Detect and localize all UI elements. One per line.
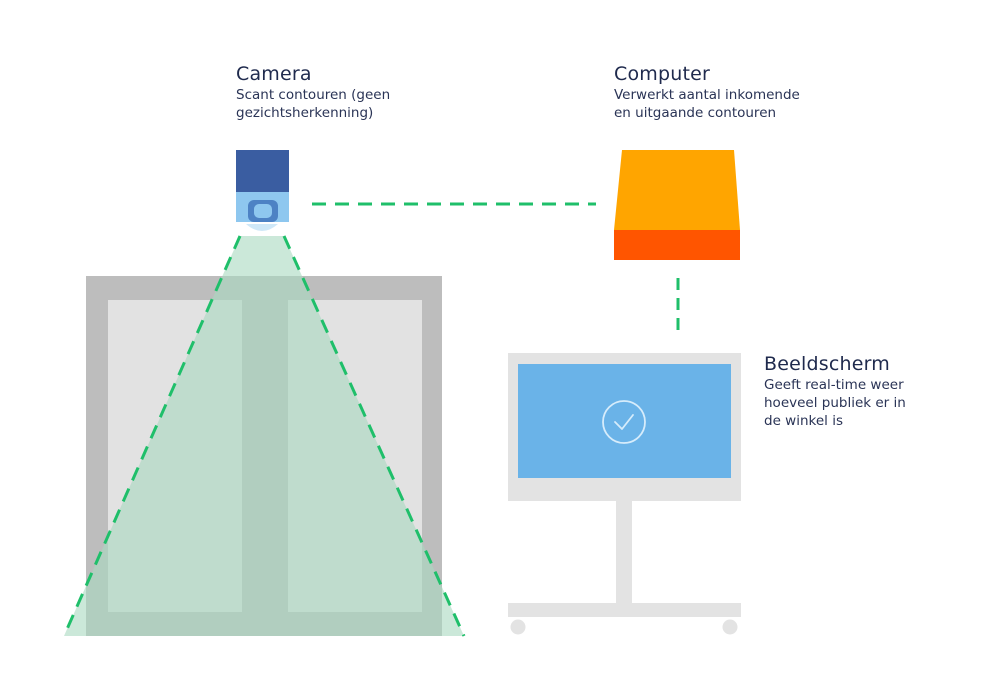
detection-cone [64, 236, 464, 636]
camera-lens [254, 204, 272, 218]
monitor-title: Beeldscherm [764, 353, 891, 375]
camera-description-line1: Scant contouren (geen [236, 87, 391, 103]
computer-title: Computer [614, 63, 711, 85]
monitor-stand-base [508, 603, 741, 617]
camera-title: Camera [236, 63, 312, 85]
camera-label: Camera Scant contouren (geen gezichtsher… [236, 62, 456, 122]
monitor [508, 353, 741, 635]
computer-description-line2: en uitgaande contouren [614, 105, 777, 121]
computer-bottom [614, 230, 740, 260]
monitor-wheel-left [510, 619, 526, 635]
computer [614, 150, 740, 260]
camera [236, 150, 289, 231]
detection-boundary-left [62, 235, 242, 637]
computer-top [614, 150, 740, 230]
monitor-description-line1: Geeft real-time weer [764, 377, 904, 393]
detection-boundary-right [282, 235, 466, 637]
monitor-wheel-right [722, 619, 738, 635]
camera-body [236, 150, 289, 192]
computer-label: Computer Verwerkt aantal inkomende en ui… [614, 62, 874, 122]
monitor-label: Beeldscherm Geeft real-time weer hoeveel… [764, 352, 964, 430]
monitor-stand-pole [616, 501, 632, 603]
camera-detection-field [62, 235, 466, 637]
monitor-description-line3: de winkel is [764, 413, 843, 429]
monitor-description-line2: hoeveel publiek er in [764, 395, 906, 411]
check-circle-icon [602, 400, 646, 444]
camera-lens-dome [246, 224, 278, 231]
computer-description-line1: Verwerkt aantal inkomende [614, 87, 800, 103]
monitor-screen [518, 364, 731, 478]
camera-description-line2: gezichtsherkenning) [236, 105, 374, 121]
